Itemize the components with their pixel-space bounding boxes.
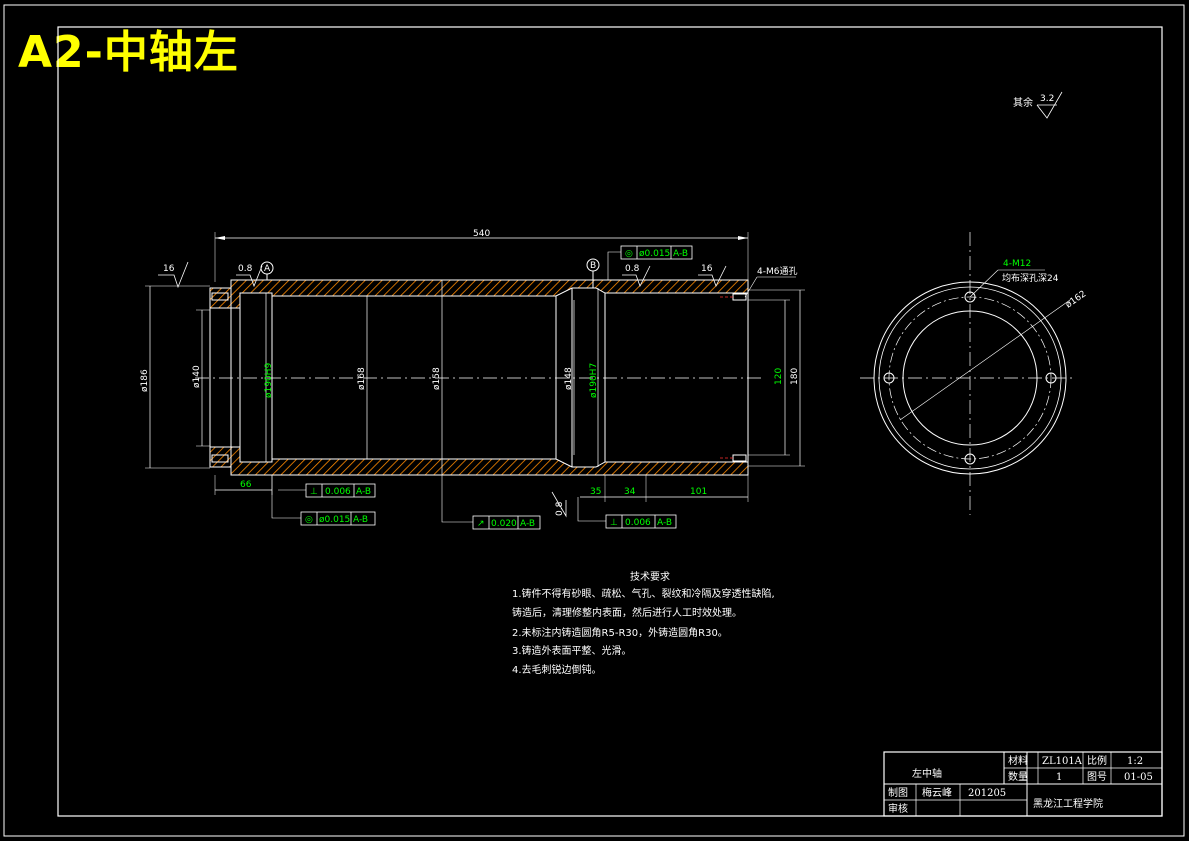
- svg-text:A-B: A-B: [673, 249, 688, 259]
- svg-text:左中轴: 左中轴: [912, 767, 942, 780]
- svg-text:16: 16: [163, 264, 175, 274]
- svg-text:3.铸造外表面平整、光滑。: 3.铸造外表面平整、光滑。: [512, 644, 632, 657]
- svg-text:34: 34: [624, 487, 636, 497]
- front-view: 540 ø186 ø140 ø190H9 ø168 ø158 ø148 ø190…: [140, 229, 805, 530]
- svg-text:4-M12: 4-M12: [1003, 259, 1031, 269]
- svg-text:0.006: 0.006: [325, 487, 351, 497]
- svg-text:3.2: 3.2: [1040, 94, 1054, 104]
- tolerance-frame-1: ⊥ 0.006 A-B: [278, 483, 376, 498]
- drawing-title: A2-中轴左: [18, 27, 239, 78]
- svg-text:4-M6通孔: 4-M6通孔: [757, 266, 797, 277]
- tolerance-frame-3: ↗ 0.020 A-B: [441, 475, 541, 530]
- svg-text:4.去毛刺锐边倒钝。: 4.去毛刺锐边倒钝。: [512, 663, 602, 676]
- svg-text:◎: ◎: [625, 249, 633, 259]
- title-block: 左中轴 材料 ZL101A 比例 1:2 数量 1 图号 01-05 制图 梅云…: [883, 751, 1163, 817]
- svg-text:201205: 201205: [968, 788, 1006, 799]
- svg-text:1: 1: [1056, 772, 1062, 783]
- svg-text:ø0.015: ø0.015: [319, 515, 350, 525]
- svg-text:审核: 审核: [888, 802, 908, 815]
- svg-text:0.8: 0.8: [625, 264, 640, 274]
- svg-text:ø162: ø162: [1064, 289, 1088, 310]
- svg-text:A: A: [264, 264, 271, 274]
- svg-text:ZL101A: ZL101A: [1042, 756, 1083, 767]
- svg-text:66: 66: [240, 480, 252, 490]
- svg-text:2.未标注内铸造圆角R5-R30，外铸造圆角R30。: 2.未标注内铸造圆角R5-R30，外铸造圆角R30。: [512, 626, 728, 639]
- svg-text:ø186: ø186: [140, 369, 150, 392]
- svg-text:◎: ◎: [305, 515, 313, 525]
- svg-text:540: 540: [473, 229, 490, 239]
- tolerance-frame-5: ◎ ø0.015 A-B: [607, 245, 693, 280]
- svg-text:01-05: 01-05: [1124, 772, 1153, 783]
- svg-text:0.8: 0.8: [555, 501, 565, 516]
- svg-text:A-B: A-B: [356, 487, 371, 497]
- svg-text:0.020: 0.020: [491, 519, 517, 529]
- upper-wall: [230, 279, 749, 309]
- svg-text:ø168: ø168: [357, 367, 367, 390]
- svg-text:ø190H7: ø190H7: [589, 363, 599, 398]
- side-view: ø162 4-M12 均布深孔深24: [860, 232, 1088, 515]
- svg-text:ø0.015: ø0.015: [639, 249, 670, 259]
- svg-text:制图: 制图: [888, 786, 908, 799]
- svg-text:均布深孔深24: 均布深孔深24: [1002, 272, 1059, 284]
- svg-text:1.铸件不得有砂眼、疏松、气孔、裂纹和冷隔及穿透性缺陷,: 1.铸件不得有砂眼、疏松、气孔、裂纹和冷隔及穿透性缺陷,: [512, 587, 775, 600]
- svg-text:数量: 数量: [1008, 770, 1028, 783]
- default-roughness: 其余 3.2: [1013, 91, 1063, 119]
- svg-text:1:2: 1:2: [1127, 756, 1143, 767]
- svg-text:0.8: 0.8: [238, 264, 253, 274]
- svg-text:黑龙江工程学院: 黑龙江工程学院: [1033, 797, 1103, 810]
- svg-text:↗: ↗: [477, 519, 485, 529]
- svg-text:A-B: A-B: [520, 519, 535, 529]
- technical-notes: 技术要求 1.铸件不得有砂眼、疏松、气孔、裂纹和冷隔及穿透性缺陷, 铸造后，清理…: [512, 570, 775, 676]
- inner-frame: [57, 26, 1163, 817]
- svg-text:ø148: ø148: [564, 367, 574, 390]
- svg-text:其余: 其余: [1013, 96, 1033, 109]
- lower-wall: [230, 446, 749, 476]
- svg-text:0.006: 0.006: [625, 518, 651, 528]
- tolerance-frame-2: ◎ ø0.015 A-B: [271, 475, 376, 526]
- svg-text:铸造后，清理修整内表面，然后进行人工时效处理。: 铸造后，清理修整内表面，然后进行人工时效处理。: [512, 606, 742, 619]
- svg-text:比例: 比例: [1087, 754, 1107, 767]
- svg-text:16: 16: [701, 264, 713, 274]
- svg-text:B: B: [590, 261, 596, 271]
- outer-frame: [3, 4, 1185, 837]
- svg-text:A-B: A-B: [657, 518, 672, 528]
- svg-text:A-B: A-B: [353, 515, 368, 525]
- svg-text:⊥: ⊥: [610, 518, 618, 528]
- tolerance-frame-4: ⊥ 0.006 A-B: [577, 497, 677, 529]
- svg-text:ø158: ø158: [432, 367, 442, 390]
- svg-text:⊥: ⊥: [310, 487, 318, 497]
- svg-text:101: 101: [690, 487, 707, 497]
- svg-text:ø190H9: ø190H9: [264, 363, 274, 398]
- svg-text:图号: 图号: [1087, 771, 1107, 783]
- svg-text:35: 35: [590, 487, 601, 497]
- svg-text:梅云峰: 梅云峰: [922, 786, 952, 799]
- svg-text:ø140: ø140: [192, 365, 202, 388]
- svg-text:材料: 材料: [1008, 754, 1028, 767]
- roughness-marks: 16 0.8 0.8 16 0.8: [158, 261, 727, 518]
- svg-text:120: 120: [774, 368, 784, 385]
- svg-text:技术要求: 技术要求: [630, 570, 670, 583]
- svg-text:180: 180: [790, 368, 800, 385]
